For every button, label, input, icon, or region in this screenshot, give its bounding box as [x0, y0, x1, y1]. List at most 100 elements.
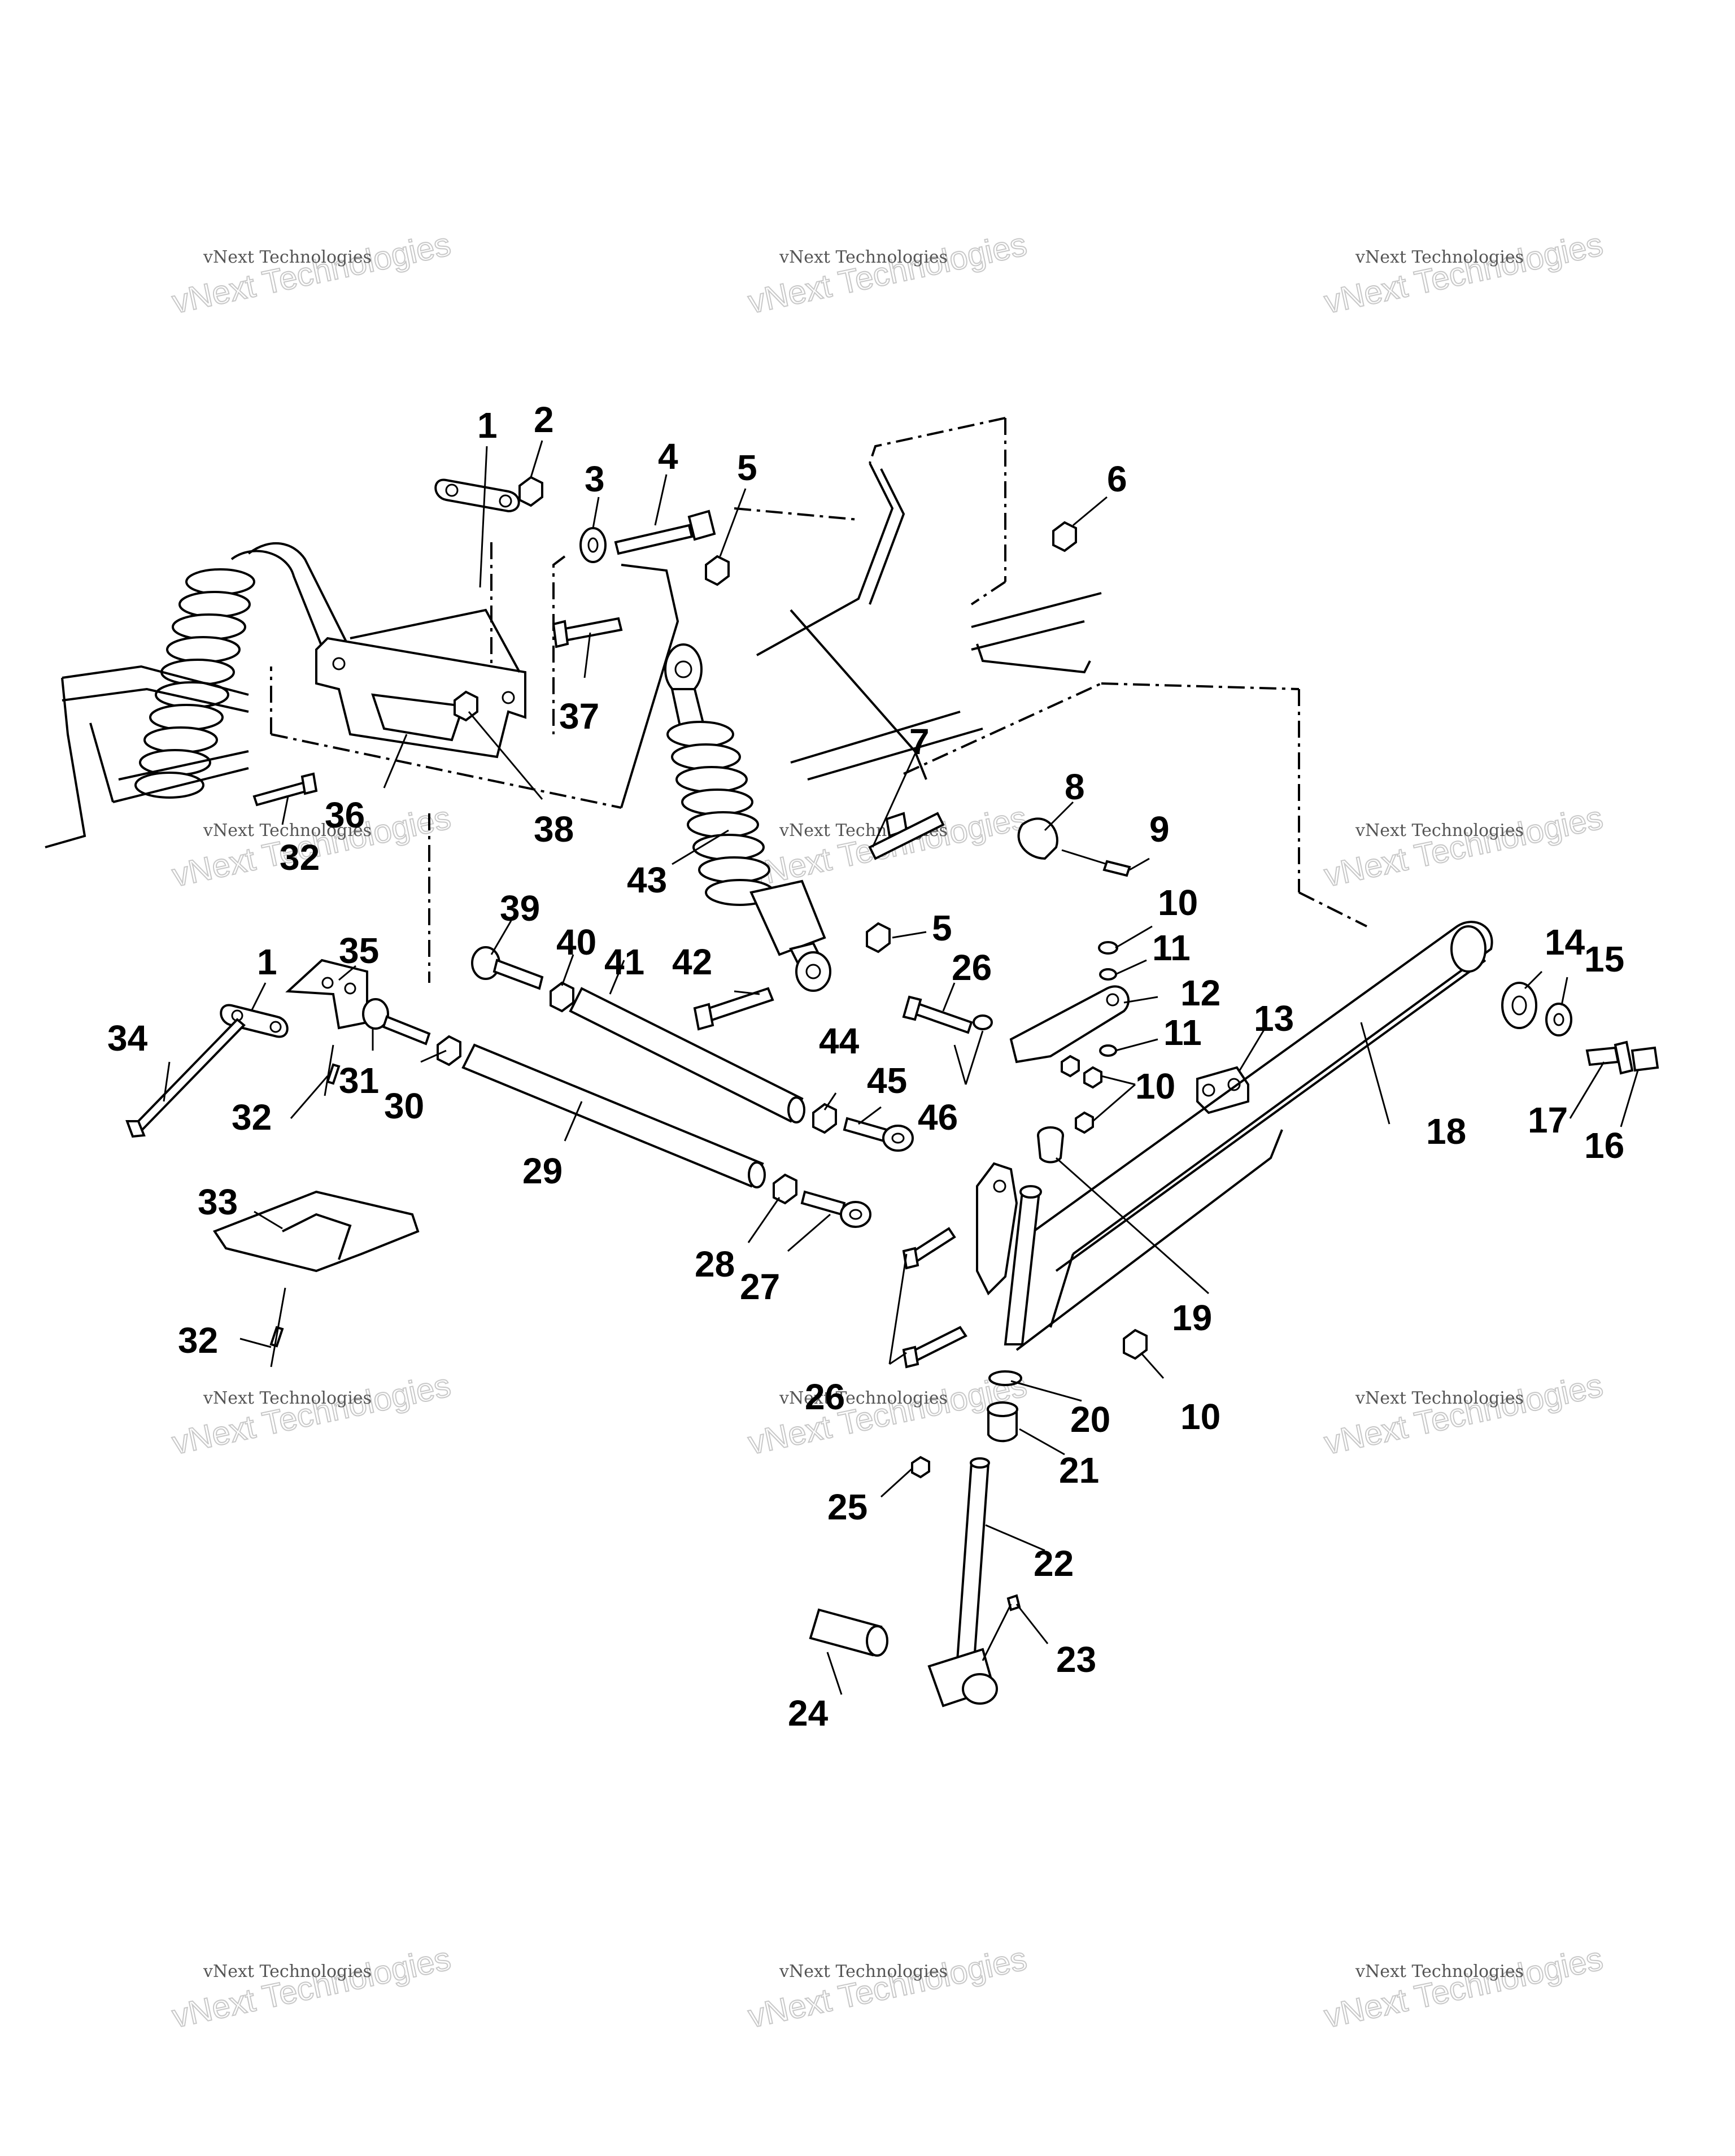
svg-text:vNext Technologies: vNext Technologies: [745, 226, 1030, 321]
part-19-bushing: [1037, 1126, 1064, 1164]
callout-32: 32: [232, 1097, 272, 1138]
part-39-rod-end: [471, 946, 544, 990]
callout-41: 41: [604, 942, 644, 982]
part-10-nut-c: [1075, 1111, 1094, 1134]
spindle-housing: [976, 1162, 1042, 1345]
part-27-rod-end: [800, 1190, 871, 1228]
part-4-bolt: [614, 509, 716, 555]
callout-40: 40: [556, 922, 596, 962]
callout-19: 19: [1172, 1297, 1212, 1338]
part-10-nut-b: [1083, 1066, 1102, 1089]
callout-23: 23: [1056, 1639, 1096, 1680]
svg-text:vNext Technologies: vNext Technologies: [779, 1388, 948, 1408]
callout-10: 10: [1135, 1066, 1175, 1107]
svg-text:vNext Technologies: vNext Technologies: [169, 1367, 454, 1462]
watermark: vNext Technologies vNext Technologies: [1320, 1366, 1606, 1462]
part-10-nut-lower: [1123, 1329, 1148, 1360]
part-28-nut: [773, 1173, 797, 1205]
callout-24: 24: [788, 1693, 829, 1733]
svg-text:vNext Technologies: vNext Technologies: [203, 1388, 372, 1408]
watermark: vNext Technologies vNext Technologies: [744, 1940, 1030, 2036]
callout-36: 36: [325, 795, 365, 835]
watermark: vNext Technologies vNext Technologies: [168, 1940, 454, 2036]
callout-5: 5: [737, 447, 757, 488]
callout-20: 20: [1070, 1399, 1110, 1440]
part-34-long-bolt: [125, 1018, 246, 1138]
callout-34: 34: [107, 1018, 148, 1059]
callout-27: 27: [740, 1266, 780, 1307]
callout-11: 11: [1163, 1012, 1202, 1053]
callout-11: 11: [1152, 927, 1191, 968]
part-18-a-arm: [1010, 921, 1493, 1351]
callout-42: 42: [672, 942, 712, 982]
svg-text:vNext Technologies: vNext Technologies: [203, 247, 372, 267]
callout-16: 16: [1584, 1125, 1624, 1166]
callout-7: 7: [909, 721, 930, 762]
callout-8: 8: [1065, 766, 1085, 807]
part-26-bolt-lower-b: [902, 1326, 967, 1369]
part-5-nut-lower: [866, 922, 891, 953]
svg-text:vNext Technologies: vNext Technologies: [779, 247, 948, 267]
svg-text:vNext Technologies: vNext Technologies: [203, 1962, 372, 1981]
callout-6: 6: [1107, 459, 1127, 499]
shock-coil-spring: [666, 721, 775, 906]
callout-22: 22: [1034, 1543, 1074, 1584]
svg-text:vNext Technologies: vNext Technologies: [1321, 799, 1606, 894]
part-25-nut: [911, 1456, 930, 1479]
part-7-grease-fitting: [868, 812, 945, 860]
part-1-link-plate-top: [434, 478, 520, 513]
part-2-nut: [518, 476, 543, 507]
part-26-bolt-upper: [902, 995, 973, 1034]
callout-37: 37: [559, 696, 599, 737]
part-1-link-plate-lower: [220, 1004, 289, 1038]
callout-45: 45: [867, 1060, 907, 1101]
part-32-pin-lower-left: [269, 1287, 286, 1367]
callout-39: 39: [500, 888, 540, 929]
svg-text:vNext Technologies: vNext Technologies: [1321, 226, 1606, 321]
part-33-skid-plate: [212, 1190, 420, 1273]
svg-text:vNext Technologies: vNext Technologies: [745, 1367, 1030, 1462]
part-5-nut-top: [705, 555, 730, 586]
callout-26: 26: [805, 1377, 845, 1417]
callout-4: 4: [658, 436, 678, 477]
callout-10: 10: [1180, 1396, 1220, 1437]
callout-35: 35: [339, 930, 379, 971]
part-10-nut-a: [1061, 1055, 1080, 1078]
callout-31: 31: [339, 1060, 379, 1101]
callout-21: 21: [1059, 1450, 1099, 1491]
part-22-spindle: [927, 1457, 998, 1708]
callout-18: 18: [1426, 1111, 1466, 1152]
part-40-nut: [550, 981, 574, 1013]
callout-1: 1: [257, 942, 277, 982]
svg-text:vNext Technologies: vNext Technologies: [1355, 1388, 1524, 1408]
part-16-bolt: [1614, 1040, 1659, 1075]
callout-5: 5: [932, 908, 952, 948]
part-13-block: [1196, 1066, 1249, 1114]
part-37-bolt: [552, 617, 623, 648]
callout-32: 32: [178, 1320, 218, 1361]
callout-26: 26: [952, 947, 992, 988]
svg-text:vNext Technologies: vNext Technologies: [1321, 1940, 1606, 2035]
part-11-washer-lower: [1099, 1044, 1117, 1057]
svg-text:vNext Technologies: vNext Technologies: [745, 1940, 1030, 2035]
part-45-rod-end: [843, 1117, 914, 1152]
part-44-nut: [812, 1103, 837, 1134]
part-17-spacer: [1585, 1046, 1620, 1066]
part-31-rod-end: [362, 998, 431, 1046]
part-14-bushing: [1501, 982, 1537, 1029]
callout-10: 10: [1158, 882, 1198, 923]
callout-15: 15: [1584, 939, 1624, 979]
svg-text:vNext Technologies: vNext Technologies: [1321, 1367, 1606, 1462]
part-41-tie-rod-tube: [569, 987, 805, 1123]
callout-13: 13: [1254, 998, 1294, 1039]
part-12-steering-arm: [1009, 985, 1130, 1064]
frame-phantom-lines: [270, 417, 1367, 983]
part-36-mount-bracket: [315, 608, 526, 759]
left-suspension-assembly: [45, 542, 352, 848]
callout-30: 30: [384, 1086, 424, 1126]
svg-text:vNext Technologies: vNext Technologies: [1355, 247, 1524, 267]
part-23-pin: [982, 1594, 1021, 1661]
part-6-nut: [1052, 521, 1077, 552]
callout-2: 2: [534, 399, 554, 440]
